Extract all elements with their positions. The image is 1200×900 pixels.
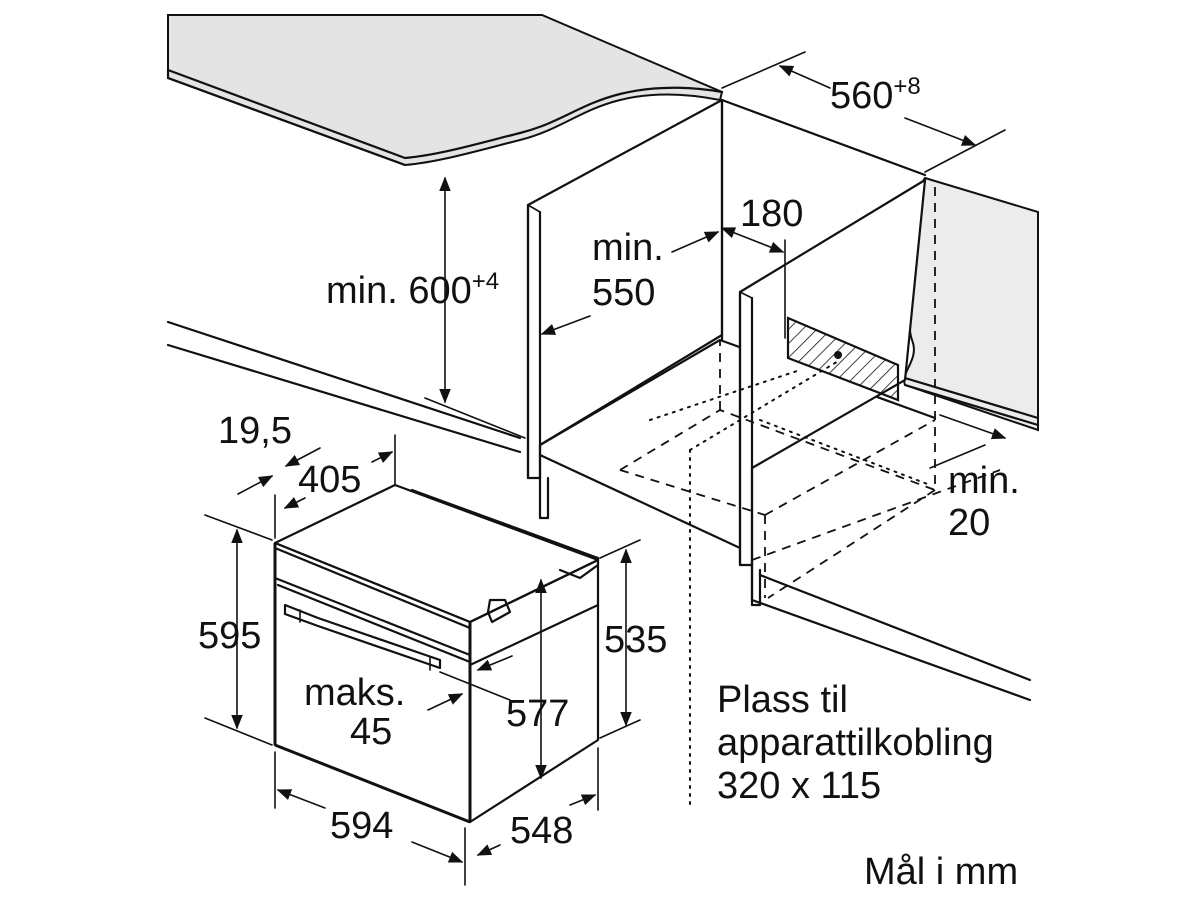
label-oven-595: 595 [198,615,261,657]
label-depth-min-2: 550 [592,272,655,314]
label-oven-594: 594 [330,805,393,847]
label-oven-548: 548 [510,810,573,852]
label-max45-1: maks. [304,672,405,714]
connection-note-line3: 320 x 115 [717,765,881,807]
dimension-labels: 560+8 min. 600+4 min. 550 180 min. 20 19… [198,73,1020,852]
connection-note-line2: apparattilkobling [717,722,994,764]
niche-dashed-outline [619,180,1001,599]
unit-note: Mål i mm [864,851,1018,893]
connection-note-line1: Plass til [717,679,848,721]
label-front-405: 405 [298,459,361,501]
label-height-min: min. 600+4 [326,268,499,312]
oven [273,483,600,824]
label-max45-2: 45 [350,711,392,753]
label-gap-180: 180 [740,193,803,235]
connection-note: Plass til apparattilkobling 320 x 115 [717,679,994,807]
countertop-left [166,14,724,167]
connection-dotted [649,359,931,811]
label-depth-min-1: min. [592,227,664,269]
dimension-lines [204,51,1007,886]
label-niche-width: 560+8 [830,73,921,117]
label-front-19-5: 19,5 [218,410,292,452]
label-min20-1: min. [948,460,1020,502]
connection-box [786,316,900,402]
label-oven-577: 577 [506,693,569,735]
label-oven-535: 535 [604,619,667,661]
label-min20-2: 20 [948,502,990,544]
